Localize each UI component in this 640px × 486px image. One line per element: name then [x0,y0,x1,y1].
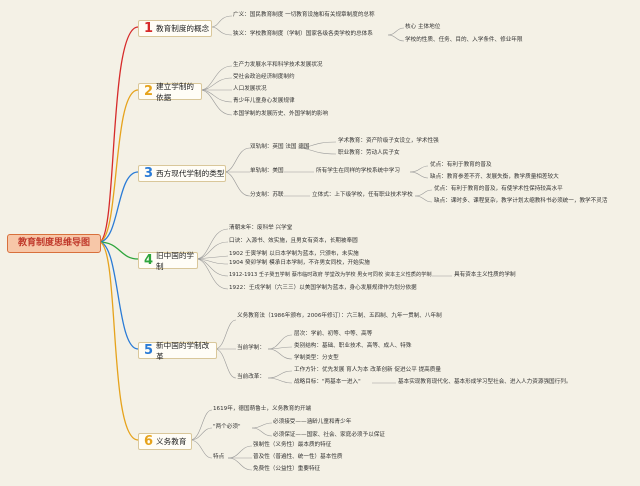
leaf-text: 所有学生在同样的学校系统中学习 [316,168,400,174]
leaf-text: 1922：壬戌学制（六三三）以美国学制为蓝本，身心发展规律作为划分依据 [229,285,417,291]
leaf-text: 强制性（义务性）最本质的特征 [253,442,332,448]
branch-3-node[interactable]: 3 西方现代学制的类型 [138,165,226,182]
leaf-text: 基本实现教育现代化、基本形成学习型社会、进入人力资源强国行列。 [398,379,572,385]
leaf-text: 优点：有利于教育的普及 [430,162,492,168]
leaf-text: 学制类型：分支型 [294,355,339,361]
leaf-text: 1904 癸卯学制 模承日本学制，不许男女同校，开始实施 [229,260,370,266]
branch-number: 5 [144,343,154,358]
leaf-text: 当前学制： [237,345,265,351]
leaf-text: 双轨制：英国 法国 德国 [250,144,310,150]
leaf-text: 当前改革： [237,374,265,380]
leaf-text: 优点：有利于教育的普及，有使学术性保持较高水平 [434,186,563,192]
leaf-text: 1619年，德国萌鲁士，义务教育的开端 [213,406,312,412]
leaf-text: 普及性（普遍性、统一性）基本性质 [253,454,343,460]
leaf-text: 必须保证——国家、社会、家庭必须予以保证 [273,432,385,438]
leaf-text: 缺点：教育参差不齐、发展失衡，教学质量相差较大 [430,174,559,180]
branch-2-node[interactable]: 2 建立学制的依据 [138,81,202,102]
branch-number: 4 [144,253,154,268]
branch-label: 教育制度的概念 [156,24,210,33]
leaf-text: 广义：国民教育制度 一切教育设施和有关规章制度的总称 [233,12,375,18]
branch-label: 旧中国的学制 [156,250,195,271]
leaf-text: 义务教育法（1986年颁布，2006年修订）：六三制、五四制、九年一贯制、八年制 [237,313,442,319]
branch-number: 6 [144,434,154,449]
leaf-text: 必须接受——涵龄儿童和青少年 [273,419,352,425]
branch-label: 新中国的学制改革 [156,340,210,361]
branch-5-node[interactable]: 5 新中国的学制改革 [138,340,217,361]
leaf-text: 类别结构：基础、职业技术、高等、成人、特殊 [294,343,412,349]
leaf-text: 具有资本主义性质的学制 [454,272,516,278]
branch-6-node[interactable]: 6 义务教育 [138,433,192,450]
branch-1-node[interactable]: 1 教育制度的概念 [138,20,212,37]
leaf-text: 生产力发展水平和科学技术发展状况 [233,62,323,68]
leaf-text: 受社会政治经济制度制约 [233,74,295,80]
leaf-text: 缺点：课时多、课程复杂，教学计划太缩教科书必须统一，教学不灵活 [434,198,608,204]
leaf-text: 学校的性质、任务、目的、入学条件、修业年限 [405,37,523,43]
branch-4-node[interactable]: 4 旧中国的学制 [138,250,198,271]
leaf-text: 战略目标："两基本一进入" [294,379,361,385]
leaf-text: 清朝末年：废科举 兴学堂 [229,225,293,231]
leaf-text: 狭义：学校教育制度（学制）国家各级各类学校的总体系 [233,31,373,37]
leaf-text: "两个必须" [213,424,241,430]
leaf-text: 1912-1913 壬子癸丑学制 蔡市临时政府 学堂改为学校 男女可同校 资本主… [229,272,432,278]
branch-label: 建立学制的依据 [156,81,195,102]
leaf-text: 层次：学前、初等、中等、高等 [294,331,373,337]
leaf-text: 免费性（公益性）重要特征 [253,466,321,472]
branch-number: 1 [144,21,154,36]
leaf-text: 核心 主体地位 [405,24,441,30]
leaf-text: 人口发展状况 [233,86,267,92]
leaf-text: 青少年儿童身心发展规律 [233,98,295,104]
leaf-text: 职业教育：劳动人民子女 [338,150,400,156]
leaf-text: 学术教育：资产阶级子女设立，学术性强 [338,138,439,144]
branch-label: 义务教育 [156,437,187,446]
leaf-text: 工作方针：优先发展 育人为本 改革创新 促进公平 提高质量 [294,367,441,373]
leaf-text: 口诀：入源书、效实施，且男女有资本，长期被奉圆 [229,238,358,244]
leaf-text: 1902 壬寅学制 以日本学制为蓝本，只颁布，未实施 [229,251,359,257]
leaf-text: 特点 [213,454,225,460]
branch-label: 西方现代学制的类型 [156,169,225,178]
root-node[interactable]: 教育制度思维导图 [7,234,101,253]
leaf-text: 立体式：上下级学校，任有职业技术学校 [312,192,413,198]
leaf-text: 本国学制的发展历史、外国学制的影响 [233,111,329,117]
branch-number: 3 [144,166,154,181]
leaf-text: 单轨制：美国 [250,168,284,174]
branch-number: 2 [144,84,154,99]
leaf-text: 分支制：苏联 [250,192,284,198]
